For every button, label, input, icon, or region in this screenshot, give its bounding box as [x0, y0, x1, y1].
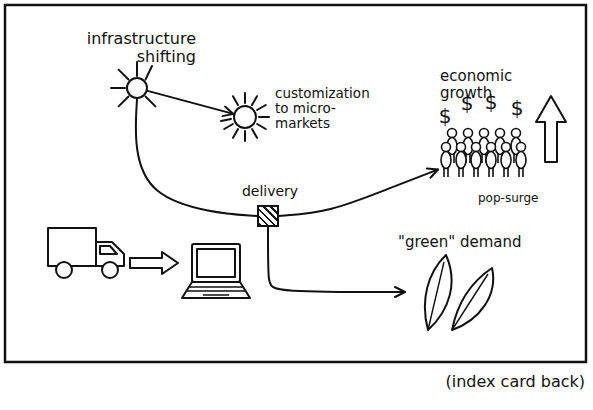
- dollar-sign: $: [438, 106, 452, 126]
- population-figures: [456, 143, 466, 178]
- laptop-icon: [182, 244, 250, 298]
- truck-icon: [100, 246, 117, 254]
- truck-icon: [48, 228, 124, 278]
- growth-group: economic growthpop-surge: [438, 66, 568, 216]
- green-demand-group: "green" demand: [405, 232, 535, 332]
- laptop-icon: [187, 287, 245, 295]
- laptop-icon: [192, 244, 240, 282]
- leaf-icon: [452, 274, 488, 330]
- block-arrow: [130, 252, 178, 274]
- leaf-icon: [425, 255, 452, 330]
- population-figures: [441, 129, 526, 178]
- population-figures: [471, 143, 481, 178]
- sun-rays: [146, 97, 156, 107]
- dollar-sign: $: [510, 98, 524, 118]
- flow-connector: [279, 170, 438, 217]
- sun-rays: [244, 131, 246, 141]
- node-label: "green" demand: [398, 234, 538, 251]
- truck-icon: [102, 262, 118, 278]
- sun-rays: [257, 105, 266, 110]
- node-label: pop-surge: [478, 192, 548, 205]
- laptop-icon: [182, 282, 250, 298]
- card-caption: (index card back): [430, 373, 585, 391]
- card-border: [5, 5, 586, 362]
- sun-rays: [119, 70, 129, 80]
- population-figures: [516, 143, 526, 178]
- truck-icon: [48, 228, 96, 266]
- node-label: infrastructure shifting: [58, 30, 196, 66]
- population-figures: [486, 143, 496, 178]
- sun-rays: [259, 116, 269, 118]
- growth-arrow: [536, 96, 566, 162]
- population-figures: [501, 143, 511, 178]
- leaf-icon: [425, 255, 493, 330]
- sun-rays: [224, 124, 233, 129]
- node-label: delivery: [234, 184, 306, 200]
- sun-rays: [244, 93, 246, 103]
- dollar-sign: $: [484, 92, 498, 112]
- laptop-icon: [197, 249, 235, 277]
- leaf-icon: [428, 262, 444, 330]
- customization-sun: customization to micro-markets: [233, 105, 257, 129]
- node-label: customization to micro-markets: [275, 86, 380, 131]
- truck-icon: [56, 262, 72, 278]
- sun-rays: [221, 119, 231, 121]
- dollar-sign: $: [460, 93, 474, 113]
- sun-rays: [252, 129, 257, 138]
- sun-rays: [257, 124, 266, 129]
- leaf-icon: [452, 268, 493, 330]
- sun-rays: [233, 129, 238, 138]
- flow-connector: [148, 91, 234, 114]
- infrastructure-sun: infrastructure shifting: [126, 77, 148, 99]
- sun-rays: [233, 96, 238, 105]
- delivery-box: delivery: [257, 205, 279, 227]
- sun-rays: [146, 66, 153, 80]
- sun-rays: [221, 93, 269, 141]
- sun-rays: [111, 62, 155, 106]
- flow-connector: [268, 227, 405, 292]
- flow-connector: [136, 99, 257, 216]
- sun-rays: [119, 97, 129, 107]
- sun-rays: [252, 96, 257, 105]
- sun-rays: [111, 87, 125, 89]
- population-figures: [441, 143, 451, 178]
